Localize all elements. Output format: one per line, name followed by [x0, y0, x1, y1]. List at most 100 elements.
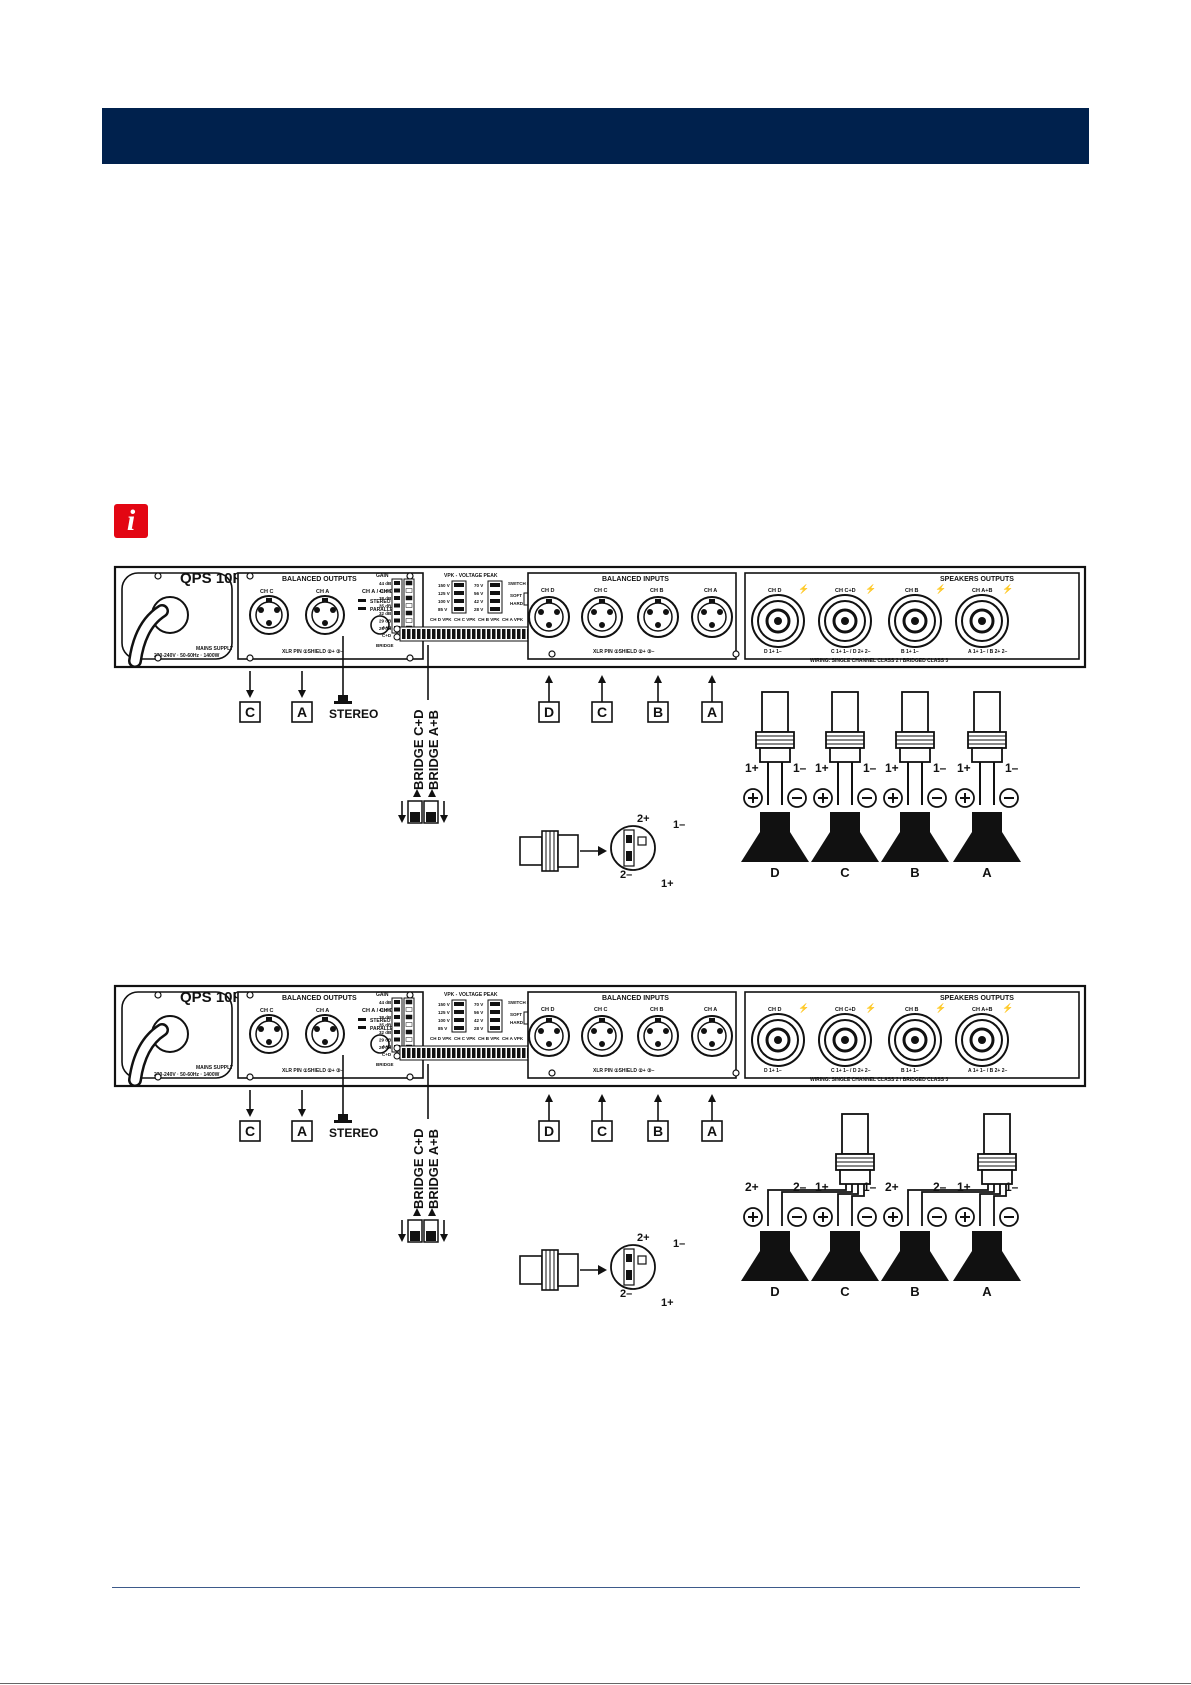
terminal-pos-label: 2+ [745, 1180, 759, 1194]
bridge-cd-small: C+D [382, 1052, 392, 1057]
terminal-pos-label: 1+ [957, 761, 971, 775]
speaker-pin-legend: B 1+ 1– [901, 1068, 919, 1074]
info-icon: i [114, 504, 148, 538]
speaker-icon [881, 1231, 949, 1281]
in-channel-label: CH C [594, 588, 607, 594]
speaker-channel-label: CH B [905, 1007, 918, 1013]
in-xlr-pin-legend: XLR PIN ①SHIELD ②+ ③– [593, 1068, 655, 1074]
speaker-channel-label: CH D [768, 588, 781, 594]
stereo-callout-label: STEREO [329, 707, 378, 721]
callout-in-d [538, 1120, 560, 1142]
speakon-output [955, 1013, 1009, 1067]
stereo-switch-icon [338, 1114, 348, 1120]
vpk-value-left: 150 V [438, 583, 450, 588]
callout-in-b [647, 701, 669, 723]
out-xlr-pin-legend: XLR PIN ①SHIELD ②+ ③– [282, 1068, 344, 1074]
speakon-output [751, 1013, 805, 1067]
terminal-pos-label: 1+ [815, 1180, 829, 1194]
plus-terminal-icon [955, 788, 975, 808]
xlr-output-ch-c [249, 1014, 289, 1054]
bolt-icon: ⚡ [935, 1002, 946, 1014]
plus-terminal-icon [883, 1207, 903, 1227]
stereo-switch-icon [338, 695, 348, 701]
bridge-ab-label: BRIDGE A+B [426, 710, 441, 790]
vpk-value-right: 28 V [474, 1026, 483, 1031]
callout-in-c [591, 701, 613, 723]
speaker-pin-legend: A 1+ 1– / B 2+ 2– [968, 649, 1008, 655]
panel-screw [406, 1073, 414, 1081]
bridge-small-label: BRIDGE [376, 643, 394, 648]
bridge-cd-small: C+D [382, 633, 392, 638]
dip-group-label: CH B VPK [478, 1036, 500, 1041]
speakers-outputs-title: SPEAKERS OUTPUTS [940, 576, 1014, 583]
vpk-value-left: 125 V [438, 591, 450, 596]
bridge-small-label: BRIDGE [376, 1062, 394, 1067]
plus-terminal-icon [883, 788, 903, 808]
mode-switch-knob [370, 615, 390, 635]
bolt-icon: ⚡ [1002, 1002, 1013, 1014]
vpk-value-right: 42 V [474, 1018, 483, 1023]
speaker-label: D [770, 1284, 779, 1299]
plug-pinout: 2+1–2–1+ [519, 813, 685, 890]
gain-value: 26 dB [379, 626, 392, 631]
switch-mode-label: SWITCH MODE [508, 1000, 541, 1005]
out-ch-a-label: CH A [316, 1008, 329, 1014]
dip-group-label: CH D VPK [430, 617, 452, 622]
speaker-channel-label: CH A+B [972, 588, 992, 594]
vpk-title: VPK - VOLTAGE PEAK [444, 573, 498, 579]
vpk-value-left: 100 V [438, 599, 450, 604]
balanced-inputs-title: BALANCED INPUTS [602, 576, 669, 583]
model-name: QPS 10K [180, 989, 244, 1006]
callout-out-c-text: C [245, 1123, 255, 1139]
speaker-icon [811, 1231, 879, 1281]
minus-terminal-icon [857, 1207, 877, 1227]
xlr-output-ch-c [249, 595, 289, 635]
gain-value: 44 dB [379, 581, 392, 586]
callout-out-c [239, 1120, 261, 1142]
out-xlr-pin-legend: XLR PIN ①SHIELD ②+ ③– [282, 649, 344, 655]
speaker-wiring: 2+2–D1+1–C2+2–B1+1–A [741, 1113, 1021, 1299]
xlr-input-ch-a [691, 596, 733, 638]
balanced-outputs-title: BALANCED OUTPUTS [282, 995, 357, 1002]
speaker-pin-legend: B 1+ 1– [901, 649, 919, 655]
xlr-input-ch-c [581, 1015, 623, 1057]
speakon-output [751, 594, 805, 648]
callout-in-b-text: B [653, 704, 663, 720]
speakon-cable-plug [755, 691, 795, 763]
dip-group-label: CH B VPK [478, 617, 500, 622]
speaker-icon [741, 812, 809, 862]
panel-screw [406, 991, 414, 999]
speaker-pin-legend: C 1+ 1– / D 2+ 2– [831, 649, 871, 655]
mains-spec: 220-240V · 50-60Hz · 1400W [154, 653, 220, 659]
stereo-callout-label: STEREO [329, 1126, 378, 1140]
speaker-channel-label: CH A+B [972, 1007, 992, 1013]
gain-value: 38 dB [379, 1015, 392, 1020]
gain-value: 26 dB [379, 1045, 392, 1050]
callout-in-a-text: A [707, 704, 717, 720]
vpk-value-right: 56 V [474, 1010, 483, 1015]
speaker-label: B [910, 865, 919, 880]
terminal-pos-label: 2+ [885, 1180, 899, 1194]
switch-mode-label: SWITCH MODE [508, 581, 541, 586]
callout-in-b-text: B [653, 1123, 663, 1139]
dip-group-label: CH A VPK [502, 1036, 524, 1041]
out-ch-c-label: CH C [260, 589, 273, 595]
bridge-ab-label: BRIDGE A+B [426, 1129, 441, 1209]
footer-rule [112, 1587, 1080, 1588]
panel-screw [406, 572, 414, 580]
dip-group-label: CH A VPK [502, 617, 524, 622]
callout-in-a [701, 701, 723, 723]
mains-title: MAINS SUPPLY [196, 646, 234, 652]
gain-value: 41 dB [379, 1008, 392, 1013]
speakon-output [818, 1013, 872, 1067]
speakon-cable-plug [967, 691, 1007, 763]
callout-in-a [701, 1120, 723, 1142]
speaker-pin-legend: A 1+ 1– / B 2+ 2– [968, 1068, 1008, 1074]
terminal-neg-label: 2– [933, 1180, 947, 1194]
vpk-value-right: 56 V [474, 591, 483, 596]
